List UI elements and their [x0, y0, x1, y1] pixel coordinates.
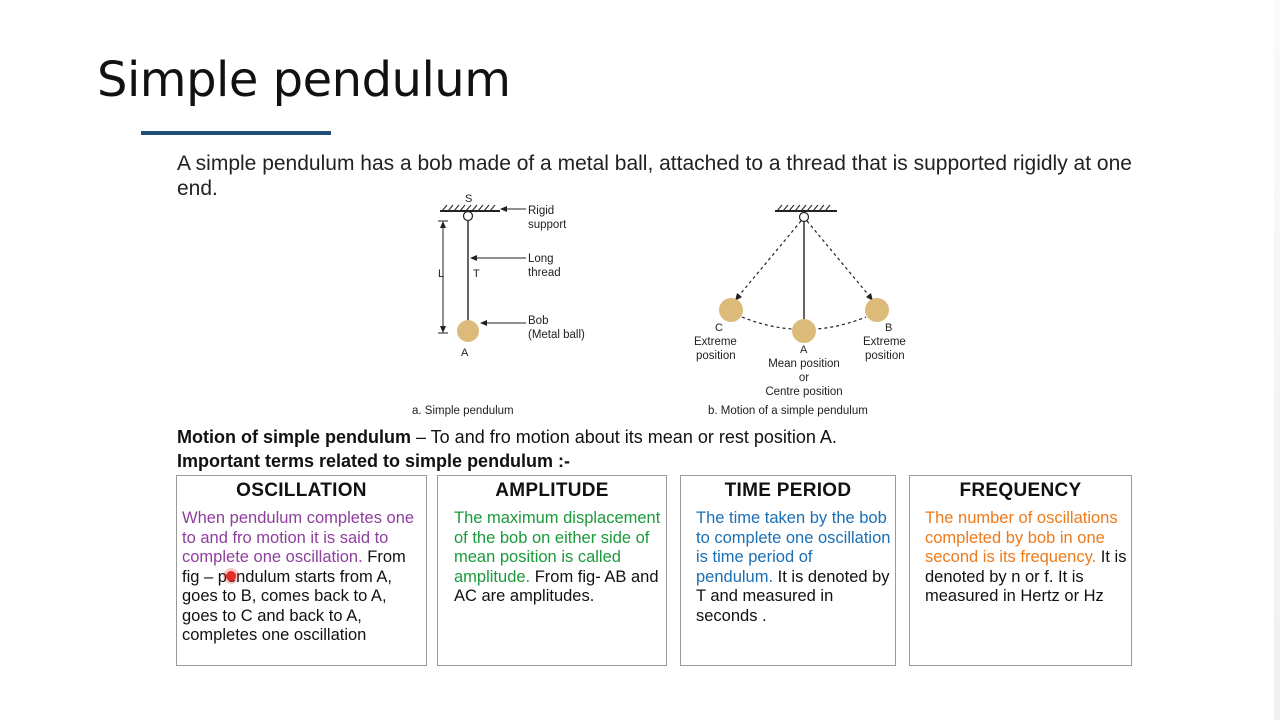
term-detail: It is denoted by n or f. It is measured …	[925, 548, 1127, 605]
label-a: A	[461, 347, 469, 359]
label-mean-1: Mean position	[768, 358, 840, 370]
thread-to-b	[806, 220, 872, 299]
scrollbar-edge	[1274, 0, 1280, 720]
label-extreme-left-2: position	[696, 350, 736, 362]
figure-pendulum-motion: C A B Extreme position Extreme position …	[680, 190, 930, 420]
motion-support-hatching	[776, 204, 831, 212]
label-t: T	[473, 268, 480, 280]
term-box-amplitude: AMPLITUDE The maximum displacement of th…	[437, 475, 667, 666]
bob	[457, 320, 479, 342]
label-rigid-support-1: Rigid	[528, 205, 554, 217]
label-extreme-right-1: Extreme	[863, 336, 906, 348]
term-definition: The time taken by the bob to complete on…	[696, 509, 891, 586]
term-heading: FREQUENCY	[959, 480, 1082, 501]
figure-simple-pendulum: S L T A Rigid support Long thread Bob	[400, 190, 620, 420]
term-detail: It is denoted by T and measured in secon…	[696, 567, 890, 625]
label-s: S	[465, 193, 472, 205]
laser-pointer	[226, 571, 236, 581]
term-body: When pendulum completes one to and fro m…	[182, 509, 422, 646]
slide-title: Simple pendulum	[97, 52, 511, 108]
label-extreme-right-2: position	[865, 350, 905, 362]
label-mean-3: Centre position	[765, 386, 842, 398]
motion-pivot	[798, 211, 810, 223]
pendulum-motion-diagram: C A B Extreme position Extreme position …	[694, 204, 906, 417]
pivot	[462, 210, 474, 222]
motion-label: Motion of simple pendulum	[177, 427, 411, 447]
label-extreme-left-1: Extreme	[694, 336, 737, 348]
term-definition: When pendulum completes one to and fro m…	[182, 509, 415, 566]
label-bob-1: Bob	[528, 315, 548, 327]
term-body: The maximum displacement of the bob on e…	[454, 509, 662, 607]
bob-extreme-c	[719, 298, 743, 322]
bob-extreme-b	[865, 298, 889, 322]
label-l: L	[438, 268, 444, 280]
term-heading: OSCILLATION	[236, 480, 367, 501]
term-box-frequency: FREQUENCY The number of oscillations com…	[909, 475, 1132, 666]
term-definition: The number of oscillations completed by …	[925, 509, 1118, 566]
caption-b: b. Motion of a simple pendulum	[708, 405, 868, 417]
term-box-oscillation: OSCILLATION When pendulum completes one …	[176, 475, 427, 666]
term-heading: AMPLITUDE	[495, 480, 609, 501]
motion-text: – To and fro motion about its mean or re…	[410, 427, 837, 447]
term-body: The number of oscillations completed by …	[925, 509, 1127, 607]
title-underline	[141, 131, 331, 135]
label-long-thread-2: thread	[528, 267, 561, 279]
simple-pendulum-diagram: S L T A Rigid support Long thread Bob	[412, 193, 585, 417]
label-rigid-support-2: support	[528, 219, 567, 231]
label-b: B	[885, 322, 892, 334]
motion-description: Motion of simple pendulum – To and fro m…	[177, 426, 1137, 449]
term-body: The time taken by the bob to complete on…	[696, 509, 891, 626]
caption-a: a. Simple pendulum	[412, 405, 514, 417]
label-a-mean: A	[800, 344, 808, 356]
swing-arc	[741, 316, 867, 331]
term-heading: TIME PERIOD	[724, 480, 852, 501]
term-definition: The maximum displacement of the bob on e…	[454, 509, 661, 586]
bob-mean-a	[792, 319, 816, 343]
term-detail: From fig- AB and AC are amplitudes.	[454, 567, 659, 606]
label-long-thread-1: Long	[528, 253, 554, 265]
label-mean-2: or	[799, 372, 809, 384]
label-bob-2: (Metal ball)	[528, 329, 585, 341]
terms-heading: Important terms related to simple pendul…	[177, 451, 571, 471]
thread-to-c	[736, 220, 802, 299]
intro-text: A simple pendulum has a bob made of a me…	[177, 152, 1132, 200]
term-box-time-period: TIME PERIOD The time taken by the bob to…	[680, 475, 896, 666]
label-c: C	[715, 322, 723, 334]
support-hatching	[441, 204, 496, 212]
